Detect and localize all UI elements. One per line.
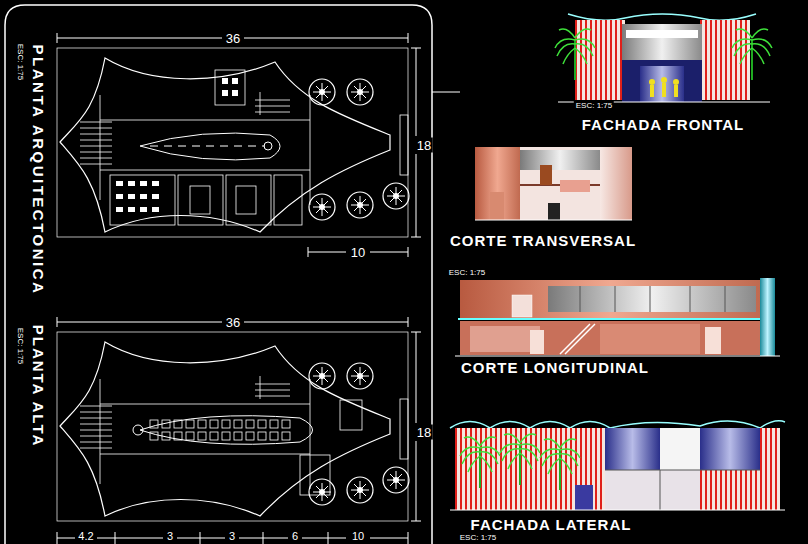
drawing-title: FACHADA LATERAL <box>469 516 634 533</box>
drawing-title: CORTE LONGITUDINAL <box>459 359 651 376</box>
dimension: 36 <box>224 315 242 330</box>
drawing-title: FACHADA FRONTAL <box>580 116 746 133</box>
scale-note: ESC: 1:75 <box>447 268 487 278</box>
scale-note: ESC: 1:75 <box>15 42 25 82</box>
scale-note: ESC: 1:75 <box>458 533 498 543</box>
front-elevation <box>555 14 772 102</box>
scale-note: ESC: 1:75 <box>15 326 25 366</box>
drawing-title: PLANTA ALTA <box>30 323 47 450</box>
longitudinal-section <box>455 278 780 356</box>
dimension: 3 <box>165 530 175 543</box>
dimension: 10 <box>350 530 366 543</box>
dimension: 36 <box>224 31 242 46</box>
dimension: 18 <box>415 138 433 153</box>
upper-floor-plan <box>57 317 421 544</box>
dimension: 10 <box>349 245 367 260</box>
dimension: 4.2 <box>76 530 95 543</box>
cross-section <box>475 147 632 220</box>
dimension: 18 <box>415 425 433 440</box>
drawing-title: CORTE TRANSVERSAL <box>448 232 638 249</box>
sheet-border <box>5 5 432 544</box>
side-elevation <box>450 421 785 510</box>
sheet-line <box>432 92 460 93</box>
ground-floor-plan <box>57 33 421 257</box>
scale-note: ESC: 1:75 <box>574 101 614 111</box>
drawing-title: PLANTA ARQUITECTONICA <box>30 43 47 298</box>
dimension: 6 <box>290 530 300 543</box>
dimension: 3 <box>227 530 237 543</box>
